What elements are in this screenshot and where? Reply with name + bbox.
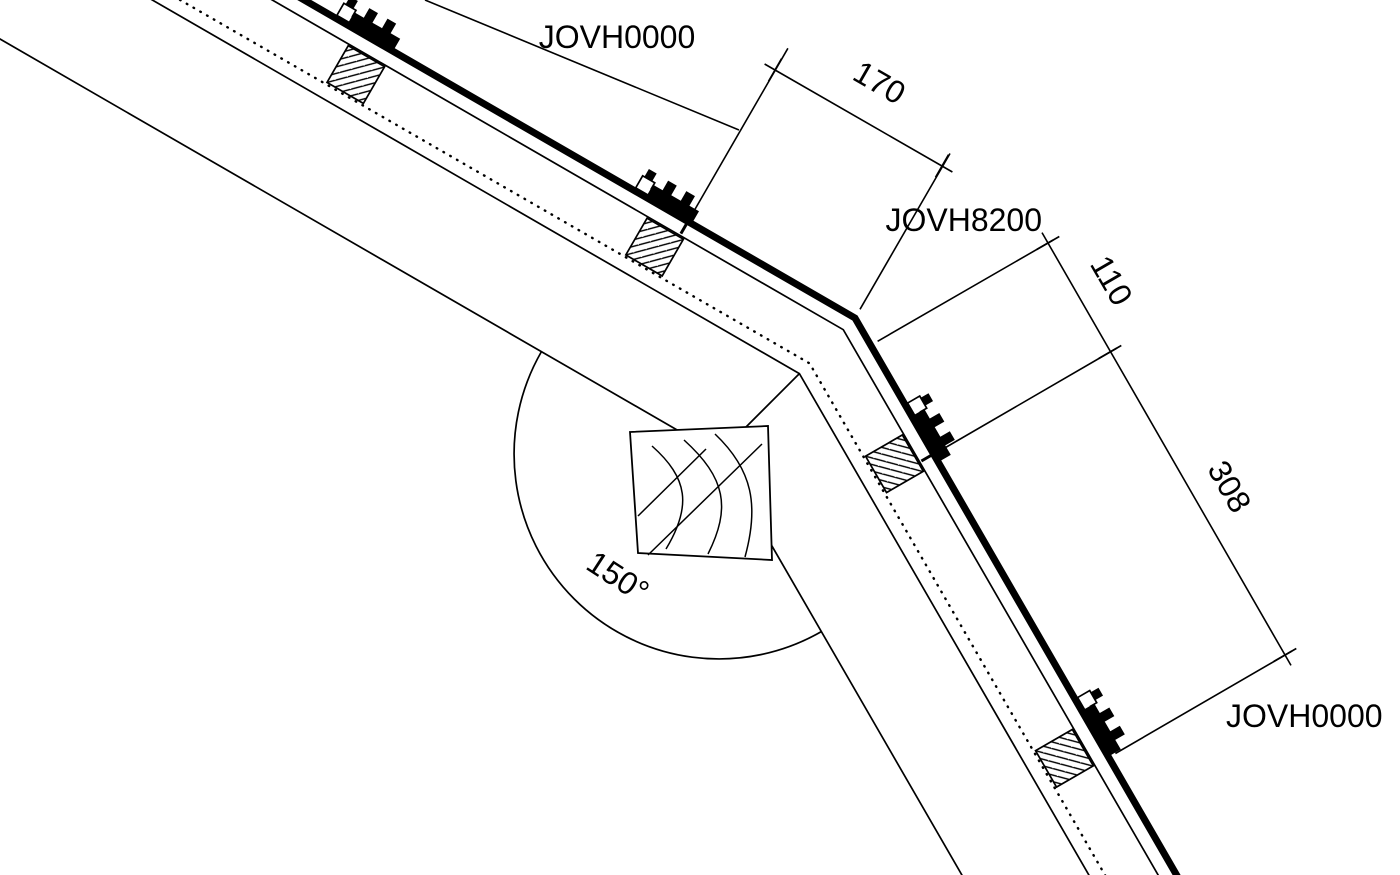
label-panel-top: JOVH0000 [539,19,696,55]
dimension-line-lower [1041,232,1292,666]
timber-section [629,425,773,561]
panel-end-stub-upper [679,220,690,235]
dimension-system [424,0,1297,755]
extension-line-lower-3 [1114,650,1293,755]
dimension-tick-4 [1098,344,1122,360]
dimension-tick-1 [767,58,783,82]
dimension-tick-5 [1273,647,1297,663]
panel-edge-line [424,0,740,131]
extension-line-upper-2 [859,153,951,310]
angle-arc [513,351,822,660]
extension-line-lower-1 [877,239,1054,342]
wood-grain-curve-1 [651,445,684,550]
label-panel-bottom: JOVH0000 [1226,698,1383,734]
extension-line-lower-2 [939,347,1118,452]
metal-sheet-profile [297,0,1181,875]
underlay-dotted-line [177,0,1107,875]
wood-grain-curve-3 [714,433,753,558]
dimension-tick-3 [1036,235,1060,251]
saw-mark-line-1 [637,448,707,517]
roof-assembly [0,0,1181,875]
saw-mark-line-2 [647,443,763,556]
sheet-underside-line [270,0,1160,875]
panel-end-stub-lower [920,452,935,463]
wood-grain-curve-2 [683,439,723,555]
dimension-tick-2 [934,154,950,178]
label-ridge-flashing: JOVH8200 [885,202,1042,238]
dimension-line-upper [764,63,953,173]
